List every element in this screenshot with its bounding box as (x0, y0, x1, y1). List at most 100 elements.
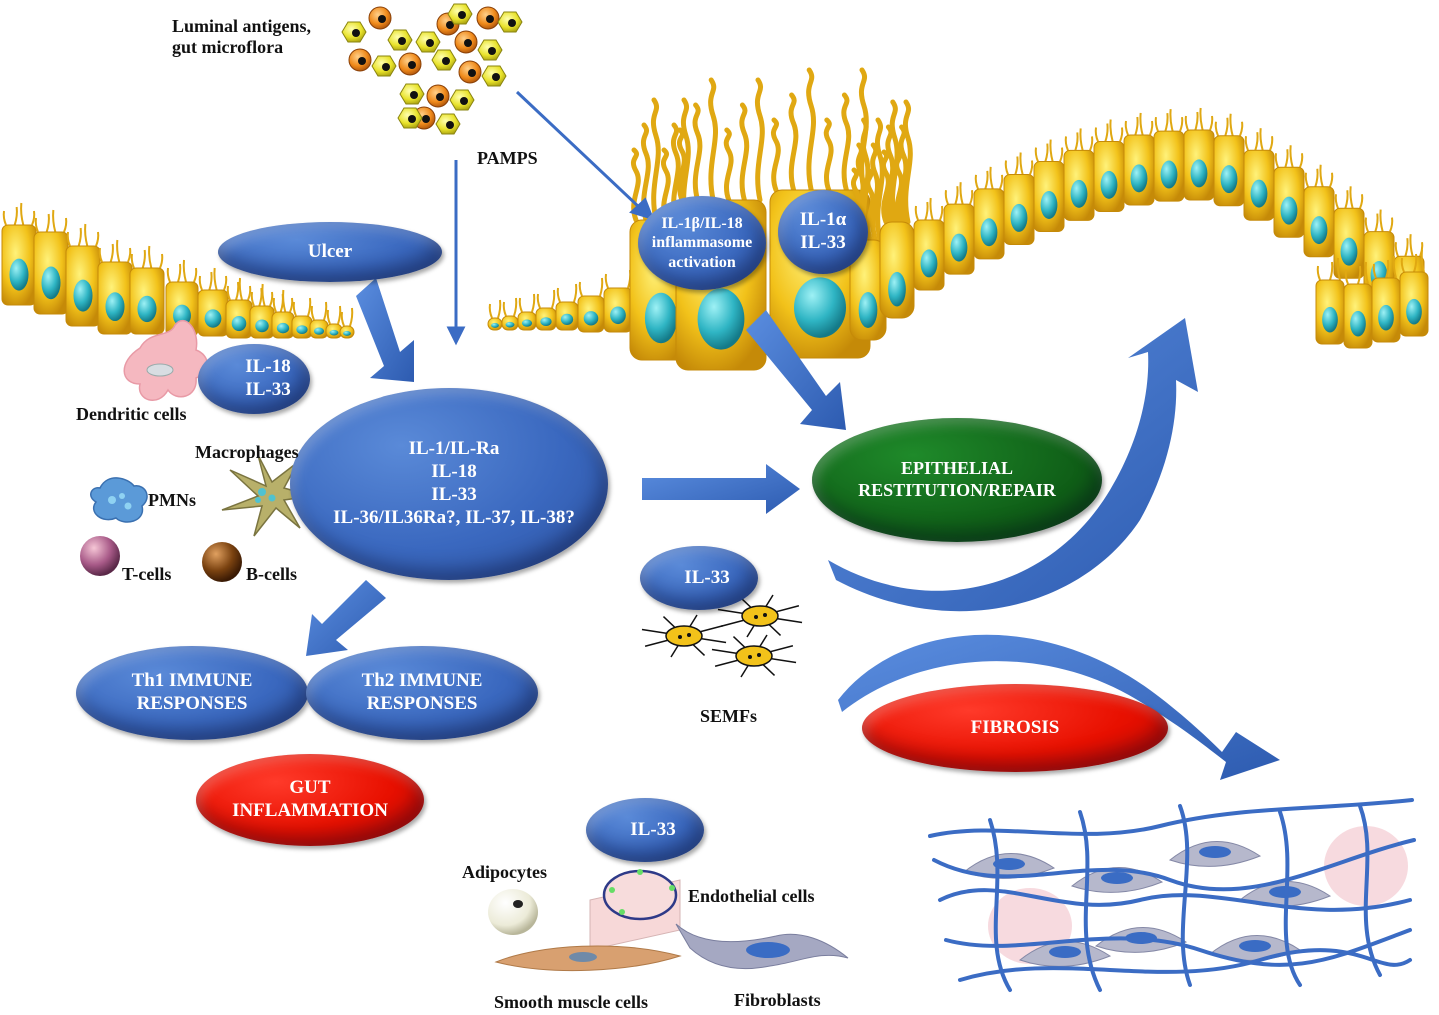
microvillus (1289, 145, 1294, 168)
cell-nucleus (1340, 237, 1358, 266)
microvillus (1379, 209, 1384, 232)
microvillus (310, 305, 315, 321)
microvillus (226, 285, 231, 301)
microvillus (898, 124, 909, 225)
microvillus (670, 122, 681, 223)
microvillus (198, 275, 203, 291)
microvillus (536, 293, 541, 309)
th1-oval: Th1 IMMUNE RESPONSES (76, 646, 308, 740)
microvillus (889, 99, 900, 225)
microvillus (141, 249, 146, 269)
collagen-fiber (928, 798, 1414, 838)
collagen-fiber (1178, 804, 1192, 987)
microvillus (1329, 261, 1334, 281)
microvillus (739, 102, 750, 203)
microvillus (1329, 172, 1334, 188)
microvillus (1419, 242, 1424, 257)
microvillus (235, 281, 240, 301)
microvillus (885, 124, 896, 225)
microvillus (974, 174, 979, 190)
microvillus (1134, 116, 1139, 136)
smooth-muscle-shape (494, 945, 682, 972)
cell-nucleus (276, 322, 290, 334)
microvillus (1404, 238, 1409, 257)
microvillus (1319, 164, 1324, 187)
microvillus (1389, 217, 1394, 232)
microvillus (323, 301, 328, 321)
microvillus (34, 217, 39, 233)
pamps-label: PAMPS (477, 148, 538, 168)
cell-nucleus (888, 271, 906, 307)
microvillus (1314, 168, 1319, 188)
bacterium (431, 49, 457, 71)
microvillus (874, 117, 885, 243)
cell-nucleus (313, 327, 325, 335)
cell-nucleus (1250, 179, 1268, 208)
microvillus (708, 77, 719, 203)
central-cytokines-label: IL-1/IL-Ra IL-18 IL-33 IL-36/IL36Ra?, IL… (333, 438, 575, 528)
microvillus (1372, 263, 1377, 279)
dendritic-cell-shape (123, 319, 208, 401)
cell-nucleus (1100, 170, 1118, 199)
microvillus (66, 231, 71, 247)
microvillus (238, 277, 243, 301)
microvillus (1059, 147, 1064, 162)
microvillus (959, 182, 964, 205)
microvillus (680, 97, 691, 223)
microvillus (894, 149, 904, 225)
cell-nucleus (105, 292, 125, 322)
microvillus (1004, 160, 1009, 175)
microvillus (326, 309, 331, 325)
bacterium (341, 21, 367, 43)
microvillus (1359, 194, 1364, 209)
bacterium (426, 84, 450, 108)
microvillus (865, 167, 876, 243)
microvillus (1304, 172, 1309, 188)
microvillus (502, 301, 507, 317)
microvillus (1074, 132, 1079, 151)
microvillus (1149, 120, 1154, 136)
semfs-label: SEMFs (700, 706, 758, 726)
collagen-fiber (944, 928, 1412, 967)
microvillus (1254, 132, 1259, 151)
cell-nucleus (950, 233, 968, 262)
cell-nucleus (1190, 159, 1208, 188)
collagen-fiber (1358, 804, 1382, 977)
microvillus (573, 283, 578, 303)
microvillus (337, 305, 342, 325)
microvillus (1119, 127, 1124, 142)
microvillus (754, 77, 765, 203)
microvillus (1179, 116, 1184, 132)
block-arrows (306, 278, 846, 656)
microvillus (806, 67, 817, 193)
microvillus (1364, 217, 1369, 232)
microvillus (1374, 213, 1379, 232)
semf-il33-oval: IL-33 (640, 546, 758, 610)
microvillus (1259, 128, 1264, 151)
microvillus (1124, 120, 1129, 136)
cell-nucleus (697, 288, 745, 350)
microvillus (1392, 255, 1397, 279)
bacterium (371, 55, 397, 77)
microvillus (488, 303, 493, 319)
microvillus (159, 253, 164, 269)
microvillus (1357, 265, 1362, 285)
microvillus (282, 289, 287, 313)
bacterium (415, 31, 441, 53)
microvillus (531, 293, 536, 313)
stromal-il33-oval: IL-33 (586, 798, 704, 862)
microvillus (1029, 160, 1034, 175)
il1a-il33-label: IL-1α IL-33 (799, 209, 847, 253)
microvillus (349, 307, 354, 327)
microvillus (2, 210, 7, 226)
bacterium (449, 89, 475, 111)
collagen-fiber (938, 888, 1412, 912)
microvillus (1349, 186, 1354, 209)
epithelial-repair-oval: EPITHELIAL RESTITUTION/REPAIR (812, 418, 1102, 542)
bacterium (368, 6, 392, 30)
cell-nucleus (560, 313, 574, 325)
dendritic-cytokines-oval: IL-18 IL-33 (198, 344, 310, 414)
microvillus (1364, 261, 1369, 285)
microvillus (954, 186, 959, 205)
microvillus (307, 297, 312, 317)
